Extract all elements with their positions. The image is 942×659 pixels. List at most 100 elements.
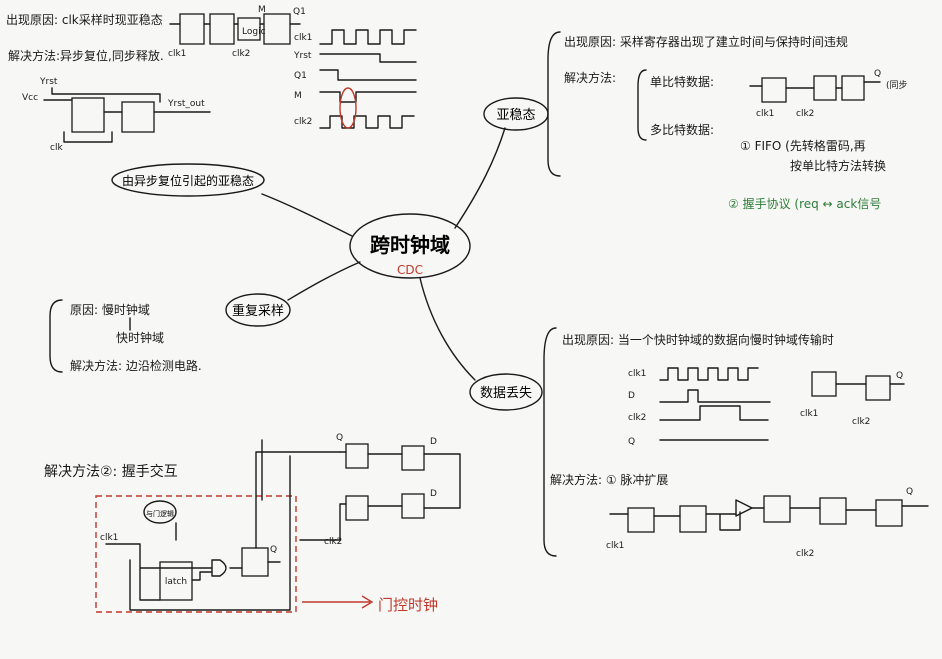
hs-q2-label: Q: [336, 433, 343, 443]
clk1-label-top: clk1: [168, 49, 186, 59]
logic-box: [237, 17, 261, 41]
meta-clk1-label: clk1: [756, 109, 774, 119]
dl-ff-1: [811, 371, 837, 397]
meta-brace: [547, 31, 561, 177]
meta-node-label: 亚稳态: [496, 107, 535, 123]
pe-clk2-label: clk2: [796, 549, 814, 559]
pe-clk1-label: clk1: [606, 541, 624, 551]
and-gate: [211, 559, 227, 577]
hs-q-label: Q: [270, 545, 277, 555]
center-node: 跨时钟域 CDC: [349, 213, 471, 279]
hs-ff-2: [345, 443, 369, 469]
meta-ff-2: [813, 75, 837, 101]
hs-ff-4: [345, 495, 369, 521]
pe-ff-3: [763, 495, 791, 523]
gated-clock-box: [95, 495, 297, 613]
pe-ff-5: [875, 499, 903, 527]
reset-waveforms: clk1 Yrst Q1 M clk2: [293, 29, 417, 129]
handshake-text: ② 握手协议 (req ↔ ack信号: [728, 196, 881, 211]
dl-q-label: Q: [896, 371, 903, 381]
data-loss-brace: [543, 327, 557, 557]
link-meta: [454, 127, 506, 229]
link-data-loss: [419, 277, 476, 381]
hs-ff-1: [241, 547, 269, 577]
wave-clk2: [319, 115, 415, 129]
m-label: M: [258, 5, 266, 15]
meta-ff-3: [841, 75, 865, 101]
center-ellipse: [349, 213, 471, 279]
reset-cause-text: 出现原因: clk采样时现亚稳态: [6, 12, 163, 27]
meta-clk2-label: clk2: [796, 109, 814, 119]
latch-label: latch: [165, 577, 187, 587]
multi-bit-label: 多比特数据:: [650, 122, 714, 137]
center-subtitle: CDC: [397, 263, 423, 277]
resample-node: [225, 293, 291, 327]
wave-label-m: M: [294, 91, 302, 101]
reset-node-label: 由异步复位引起的亚稳态: [122, 173, 254, 188]
reset-section: 出现原因: clk采样时现亚稳态 解决方法:异步复位,同步释放. Logic Q…: [6, 5, 417, 153]
q1-label: Q1: [293, 7, 306, 17]
ff-2: [209, 13, 235, 45]
pulse-ext-solution: 解决方法: ① 脉冲扩展: [550, 472, 668, 487]
single-bit-note: (同步: [886, 80, 908, 91]
fifo-text: ① FIFO (先转格雷码,再: [740, 138, 866, 153]
pe-or-gate: [735, 499, 753, 517]
gated-clock-arrow: [302, 595, 374, 609]
resample-solution: 解决方法: 边沿检测电路.: [70, 358, 202, 373]
meta-sub-brace: [637, 69, 647, 141]
data-loss-node-label: 数据丢失: [480, 386, 532, 401]
branch-reset: 由异步复位引起的亚稳态: [111, 163, 265, 197]
reset-node: [111, 163, 265, 197]
rst-label: Yrst: [39, 77, 58, 87]
dl-wave-clk2: [659, 405, 769, 421]
wave-label-clk2: clk2: [294, 117, 312, 127]
hs-clk2-label: clk2: [324, 537, 342, 547]
dl-ff-2: [865, 375, 891, 401]
meta-cause-text: 出现原因: 采样寄存器出现了建立时间与保持时间违规: [564, 34, 848, 49]
ff-1: [179, 13, 205, 45]
center-title: 跨时钟域: [370, 233, 450, 257]
data-loss-node: [469, 373, 543, 411]
hs-ff-5: [401, 493, 425, 519]
logic-label: Logic: [242, 27, 266, 37]
link-reset: [261, 193, 353, 237]
meta-solution-text: 解决方法:: [564, 70, 616, 85]
meta-q-label: Q: [874, 69, 881, 79]
dl-wave-label-clk2: clk2: [628, 413, 646, 423]
meta-ff-1: [761, 77, 787, 103]
resample-node-label: 重复采样: [232, 303, 284, 319]
pe-ff-4: [819, 497, 847, 525]
handshake-title: 解决方法②: 握手交互: [44, 463, 178, 480]
dl-wave-label-clk1: clk1: [628, 369, 646, 379]
handshake-section: 解决方法②: 握手交互 与门逻辑 latch clk1 Q Q D D clk2…: [44, 433, 461, 614]
and-logic-label: 与门逻辑: [146, 509, 174, 518]
single-bit-label: 单比特数据:: [650, 74, 714, 89]
data-loss-cause: 出现原因: 当一个快时钟域的数据向慢时钟域传输时: [562, 332, 834, 347]
branch-meta: 亚稳态 出现原因: 采样寄存器出现了建立时间与保持时间违规 解决方法: 单比特数…: [483, 31, 908, 211]
rst-out-label: Yrst_out: [167, 99, 205, 109]
pe-ff-2: [679, 505, 707, 533]
clk2-label-top: clk2: [232, 49, 250, 59]
resample-brace: [49, 299, 63, 373]
dl-wave-label-d: D: [628, 391, 635, 401]
ff-3: [263, 13, 291, 45]
branch-resample: 重复采样 原因: 慢时钟域 快时钟域 解决方法: 边沿检测电路.: [49, 293, 291, 373]
hs-clk1-label: clk1: [100, 533, 118, 543]
wave-label-clk1: clk1: [294, 33, 312, 43]
vcc-label: Vcc: [22, 93, 38, 103]
wave-q1: [319, 69, 417, 81]
wave-clk1: [319, 29, 417, 45]
hs-ff-3: [401, 445, 425, 471]
pe-ff-1: [627, 507, 655, 533]
and-logic-circle: [143, 500, 177, 524]
sync-ff-2: [121, 101, 155, 133]
branch-data-loss: 数据丢失 出现原因: 当一个快时钟域的数据向慢时钟域传输时 clk1 D clk…: [469, 327, 929, 559]
link-resample: [287, 261, 361, 301]
clk-label: clk: [50, 143, 63, 153]
wave-m: [319, 91, 417, 103]
wave-rst: [319, 53, 417, 63]
fifo-text-2: 按单比特方法转换: [790, 158, 886, 173]
hs-d2-label: D: [430, 489, 437, 499]
dl-wave-clk1: [659, 367, 759, 381]
